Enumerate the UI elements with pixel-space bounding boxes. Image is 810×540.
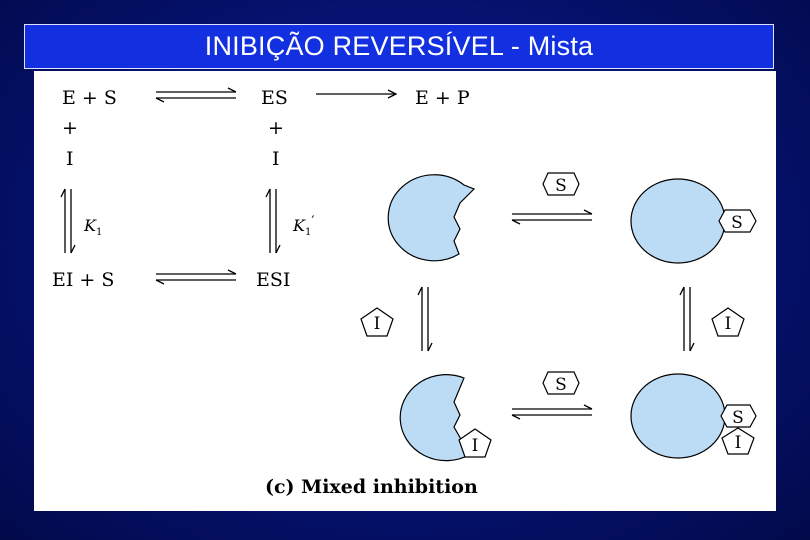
enzyme-illustration: S S I I <box>265 172 757 498</box>
esi-complex: ESI <box>256 269 290 291</box>
equilibrium-arrow-illus-bottom <box>511 404 593 420</box>
equilibrium-arrow-illus-left <box>417 286 433 352</box>
mixed-inhibition-diagram: E + S ES E + P + + I I K1 K1′ EI + S ESI <box>52 87 757 498</box>
k1-label: K1 <box>83 216 102 238</box>
free-enzyme-shape <box>387 174 476 262</box>
substrate-label-esi: S <box>732 408 744 428</box>
bound-substrate-bottom-right: S <box>720 404 757 428</box>
equilibrium-arrow-bottom <box>155 269 237 285</box>
substrate-label-top: S <box>555 176 567 196</box>
inhibitor-label-bound-left: I <box>472 436 479 456</box>
figure-caption: (c) Mixed inhibition <box>265 476 478 498</box>
equilibrium-arrow-illus-right <box>679 286 695 352</box>
inhibitor-label-left: I <box>374 314 381 334</box>
substrate-label-bound: S <box>731 213 743 233</box>
inhibitor-label-esi: I <box>735 433 742 453</box>
bound-substrate-top-right: S <box>718 209 757 233</box>
equilibrium-arrow-k1 <box>60 188 76 254</box>
bound-inhibitor-bottom-left: I <box>458 428 492 458</box>
equilibrium-arrow-top-left <box>155 87 237 103</box>
enzyme-inhibitor-shape <box>399 374 470 462</box>
free-inhibitor-right: I <box>711 307 745 337</box>
free-substrate-top: S <box>542 172 580 196</box>
inhibitor-label-right: I <box>725 314 732 334</box>
inhibitor-right: I <box>272 148 280 170</box>
equilibrium-arrow-k1-prime <box>265 188 281 254</box>
slide-title: INIBIÇÃO REVERSÍVEL - Mista <box>204 31 594 61</box>
plus-sign-right: + <box>268 117 284 139</box>
substrate-label-bottom: S <box>555 375 567 395</box>
reaction-scheme: E + S ES E + P + + I I K1 K1′ EI + S ESI <box>52 87 470 291</box>
forward-arrow <box>316 89 398 99</box>
title-bar: INIBIÇÃO REVERSÍVEL - Mista <box>24 24 774 69</box>
inhibitor-left: I <box>66 148 74 170</box>
bound-inhibitor-bottom-right: I <box>721 427 755 455</box>
es-complex: ES <box>261 87 288 109</box>
equilibrium-arrow-illus-top <box>511 209 593 225</box>
ei-plus-s: EI + S <box>52 269 114 291</box>
esi-complex-shape <box>630 373 726 459</box>
diagram-panel: E + S ES E + P + + I I K1 K1′ EI + S ESI <box>34 71 776 511</box>
free-inhibitor-left: I <box>360 307 394 337</box>
k1-prime-label: K1′ <box>292 214 315 238</box>
enzyme-substrate-shape <box>630 178 726 264</box>
free-substrate-bottom: S <box>542 371 580 395</box>
e-plus-s: E + S <box>62 87 117 109</box>
plus-sign-left: + <box>62 117 78 139</box>
e-plus-p: E + P <box>415 87 470 109</box>
